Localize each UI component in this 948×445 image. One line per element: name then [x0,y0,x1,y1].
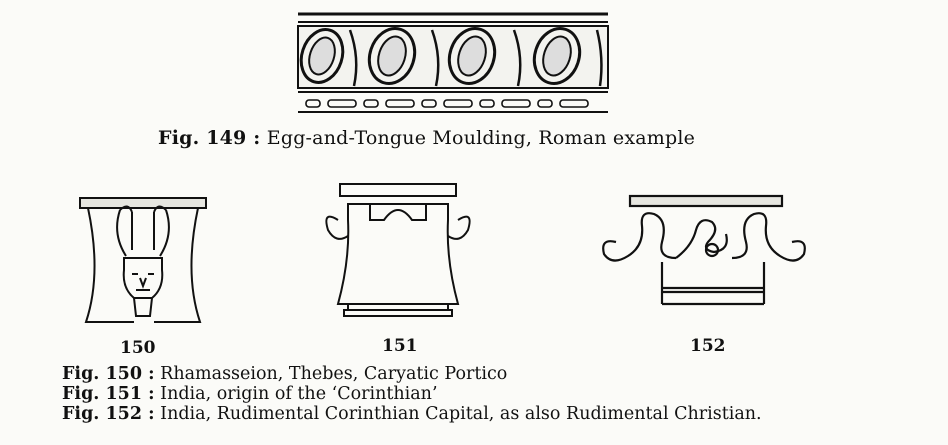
indian-corinthian-origin-illustration [325,183,471,317]
fig-150-text: Rhamasseion, Thebes, Caryatic Portico [160,364,508,384]
fig-150-prefix: Fig. 150 : [62,364,155,384]
fig-151-number: 151 [382,336,418,356]
fig-151-text: India, origin of the ‘Corinthian’ [160,384,438,404]
fig-150-caption: Fig. 150 : Rhamasseion, Thebes, Caryatic… [62,364,762,384]
fig-150-number: 150 [120,338,156,358]
rudimental-corinthian-capital-illustration [602,194,806,306]
fig-149-caption: Fig. 149 : Egg-and-Tongue Moulding, Roma… [158,127,695,149]
fig-149-prefix: Fig. 149 : [158,127,261,149]
tongue-row [348,29,603,87]
egg-row [299,27,582,85]
fig-152-text: India, Rudimental Corinthian Capital, as… [160,404,762,424]
fig-149-text: Egg-and-Tongue Moulding, Roman example [266,127,696,149]
fig-152-prefix: Fig. 152 : [62,404,155,424]
fig-152-number: 152 [690,336,726,356]
egg-and-tongue-moulding-illustration [297,12,609,113]
caryatic-portico-illustration [79,197,207,323]
fig-151-caption: Fig. 151 : India, origin of the ‘Corinth… [62,384,762,404]
figure-captions: Fig. 150 : Rhamasseion, Thebes, Caryatic… [62,364,762,424]
fig-151-prefix: Fig. 151 : [62,384,155,404]
fig-152-caption: Fig. 152 : India, Rudimental Corinthian … [62,404,762,424]
bead-row [305,99,589,108]
